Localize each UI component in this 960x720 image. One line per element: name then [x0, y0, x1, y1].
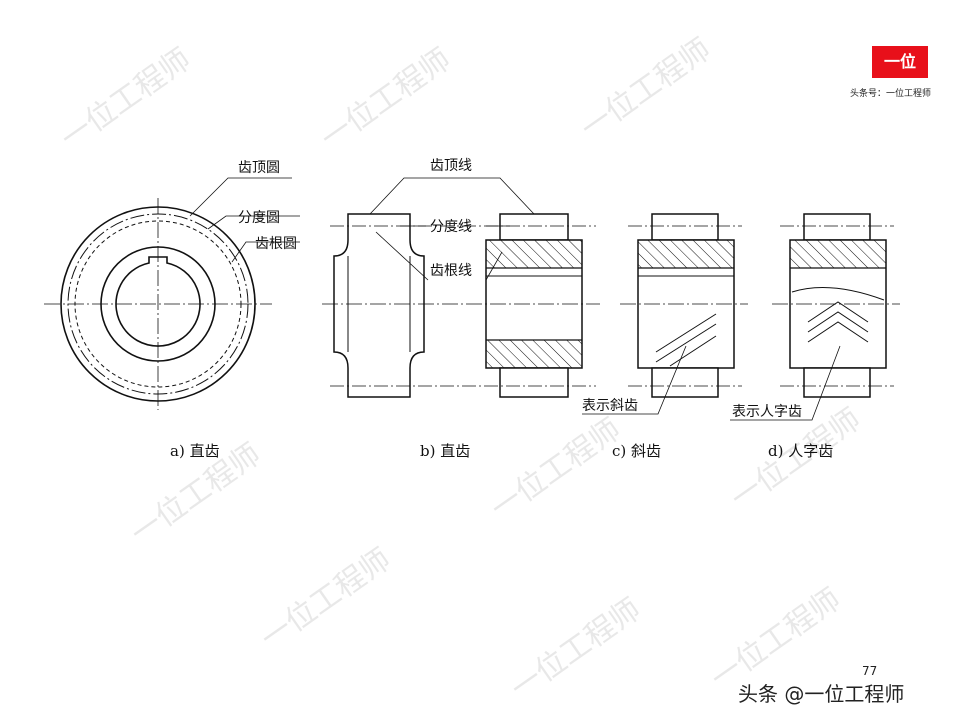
leader-root-line-2 — [485, 251, 503, 281]
label-tip-line: 齿顶线 — [430, 158, 472, 174]
leader-helical — [582, 345, 687, 415]
watermark-text: 一位工程师 — [575, 32, 718, 147]
watermark-text: 一位工程师 — [315, 42, 458, 157]
caption-c: c) 斜齿 — [612, 442, 661, 460]
watermark-layer: 一位工程师 一位工程师 一位工程师 一位工程师 一位工程师 一位工程师 一位工程… — [55, 32, 868, 707]
helix-line-3 — [669, 335, 717, 367]
leader-tip-line — [369, 177, 535, 215]
brand-subtitle: 头条号：一位工程师 — [850, 89, 932, 99]
leader-tip-circle — [189, 177, 292, 217]
section-tooth-top — [499, 213, 569, 241]
tooth-bottom — [803, 367, 871, 398]
label-root-circle: 齿根圆 — [255, 236, 297, 252]
helix-line-2 — [655, 323, 717, 363]
watermark-text: 一位工程师 — [485, 412, 628, 527]
brand-logo: 一位 — [872, 46, 928, 78]
bore-keyway — [115, 256, 201, 347]
tooth-top — [803, 213, 871, 241]
chevron-3 — [807, 321, 869, 343]
leader-root-line — [375, 231, 429, 281]
break-curve — [791, 287, 885, 301]
label-helical-note: 表示斜齿 — [582, 398, 638, 414]
label-pitch-line: 分度线 — [430, 219, 472, 235]
tooth-top — [651, 213, 719, 241]
helix-line-1 — [655, 313, 717, 353]
hatch-top — [790, 240, 886, 268]
view-d-herringbone — [730, 213, 900, 421]
caption-b: b) 直齿 — [420, 442, 470, 460]
tooth-bottom — [651, 367, 719, 398]
leader-herringbone — [730, 345, 841, 421]
chevron-2 — [807, 311, 869, 333]
caption-d: d) 人字齿 — [768, 442, 833, 460]
section-tooth-bottom — [499, 367, 569, 398]
label-pitch-circle: 分度圆 — [238, 210, 280, 226]
label-root-line: 齿根线 — [430, 263, 472, 279]
leader-pitch-circle — [207, 215, 300, 230]
watermark-text: 一位工程师 — [55, 42, 198, 157]
hatch-bottom — [486, 340, 582, 368]
hatch-top — [638, 240, 734, 268]
label-tip-circle: 齿顶圆 — [238, 160, 280, 176]
leader-root-circle — [231, 241, 300, 263]
view-a-end-view — [44, 177, 300, 410]
hatch-top — [486, 240, 582, 268]
caption-a: a) 直齿 — [170, 442, 220, 460]
chevron-1 — [807, 301, 869, 323]
view-c-helical — [582, 213, 748, 415]
watermark-text: 一位工程师 — [505, 592, 648, 707]
label-herringbone-note: 表示人字齿 — [732, 404, 802, 420]
gear-outline-left — [333, 213, 425, 398]
watermark-text: 一位工程师 — [255, 542, 398, 657]
footer-watermark: 头条 @一位工程师 — [738, 682, 905, 706]
view-b-side-views — [322, 177, 600, 398]
page-number: 77 — [862, 664, 878, 678]
